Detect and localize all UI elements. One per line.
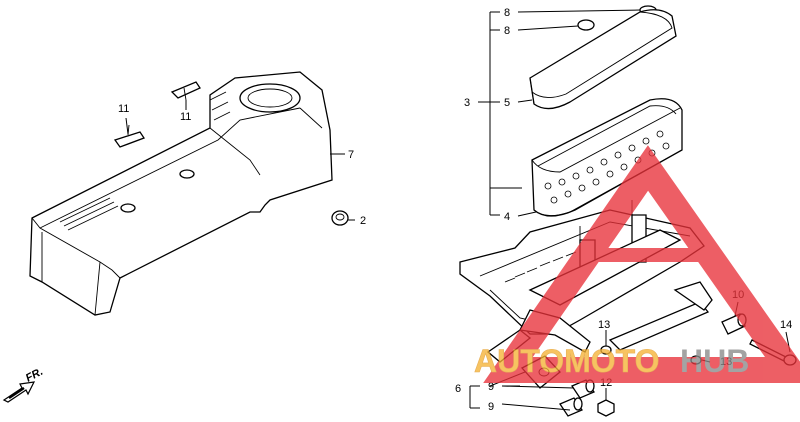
foam-pre-filter <box>529 9 677 110</box>
callout-9-upper: 9 <box>488 381 494 393</box>
watermark-logo: AUTOMOTO HUB <box>474 145 800 383</box>
callout-13-upper: 13 <box>598 319 610 331</box>
callout-7: 7 <box>348 149 354 161</box>
callout-9-lower: 9 <box>488 401 494 413</box>
callout-4: 4 <box>504 211 510 223</box>
nut-part-12 <box>597 399 615 417</box>
paper-filter-element <box>531 98 683 217</box>
nut-part-2 <box>331 210 349 226</box>
callout-14: 14 <box>780 319 792 331</box>
collar-part-9-lower <box>559 397 583 417</box>
callout-11-upper: 11 <box>118 103 129 115</box>
front-arrow-label: FR. <box>24 366 45 385</box>
callout-6: 6 <box>455 383 461 395</box>
watermark-text-automoto: AUTOMOTO <box>474 343 659 379</box>
callout-2: 2 <box>360 215 366 227</box>
callout-3: 3 <box>464 97 470 109</box>
clip-part-11-upper <box>170 81 201 101</box>
callout-8-lower: 8 <box>504 25 510 37</box>
grommet-part-8-lower <box>577 19 595 31</box>
air-cleaner-cover <box>29 71 333 316</box>
callout-5: 5 <box>504 97 510 109</box>
callout-8-upper: 8 <box>504 7 510 19</box>
front-direction-arrow: FR. <box>2 366 45 403</box>
callout-11-lower: 11 <box>180 111 191 123</box>
watermark-text-hub: HUB <box>680 343 749 379</box>
clip-part-11-lower <box>113 124 145 148</box>
